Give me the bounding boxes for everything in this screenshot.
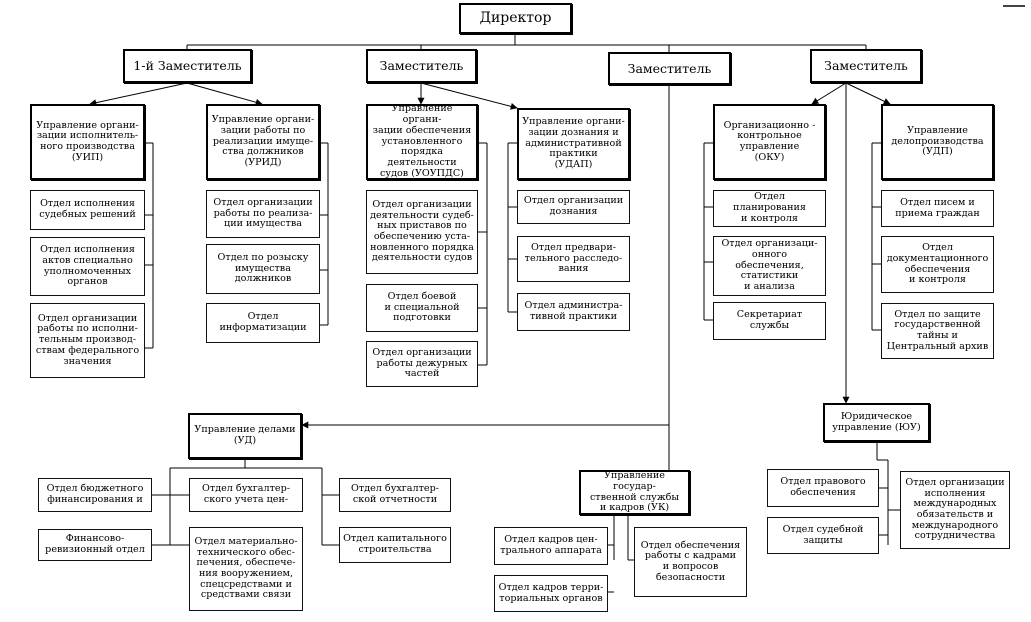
deputy-4-label: Заместитель [824, 58, 908, 73]
dept-ud-4: Отдел материально- технического обес- пе… [189, 527, 303, 611]
dept-label: Отдел кадров терри- ториальных органов [498, 581, 604, 604]
dept-label: Отдел боевой и специальной подготовки [384, 290, 460, 324]
deputy-4-box: Заместитель [810, 49, 922, 83]
dept-ud-6: Отдел капитального строительства [339, 527, 451, 563]
dept-oku-3: Секретариат службы [713, 302, 826, 340]
dept-label: Секретариат службы [736, 309, 803, 331]
deputy-3-box: Заместитель [608, 52, 731, 85]
unit-udp: Управление делопроизводства (УДП) [881, 104, 994, 180]
unit-udap-label: Управление органи- зации дознания и адми… [522, 116, 625, 171]
dept-oku-2: Отдел организаци- онного обеспечения, ст… [713, 236, 826, 296]
dept-label: Отдел исполнения актов специально уполно… [40, 244, 135, 288]
unit-yuu: Юридическое управление (ЮУ) [823, 403, 930, 442]
dept-uip-1: Отдел исполнения судебных решений [30, 190, 145, 230]
dept-udap-1: Отдел организации дознания [517, 190, 630, 224]
dept-ud-5: Отдел бухгалтер- ской отчетности [339, 478, 451, 512]
corner-mark [1003, 0, 1025, 7]
dept-yuu-1: Отдел правового обеспечения [767, 469, 879, 507]
dept-ud-2: Финансово- ревизионный отдел [38, 529, 152, 561]
dept-uoupds-3: Отдел организации работы дежурных частей [366, 341, 478, 387]
arrow-to-udap [420, 82, 518, 110]
arrow-to-urid [186, 82, 263, 106]
dept-udap-2: Отдел предвари- тельного расследо- вания [517, 236, 630, 282]
unit-urid-label: Управление органи- зации работы по реали… [211, 114, 315, 169]
dept-urid-3: Отдел информатизации [206, 303, 320, 343]
dept-uk-2: Отдел кадров терри- ториальных органов [494, 575, 608, 612]
unit-uip-label: Управление органи- зации исполнитель- но… [36, 119, 139, 163]
dept-uk-3: Отдел обеспечения работы с кадрами и воп… [634, 527, 747, 597]
dept-udp-3: Отдел по защите государственной тайны и … [881, 303, 994, 359]
first-deputy-box: 1-й Заместитель [123, 49, 252, 83]
unit-oku-label: Организационно - контрольное управление … [723, 119, 816, 163]
dept-label: Отдел исполнения судебных решений [39, 198, 136, 220]
dept-label: Отдел бюджетного финансирования и [46, 483, 144, 505]
dept-uip-2: Отдел исполнения актов специально уполно… [30, 237, 145, 296]
dept-udp-1: Отдел писем и приема граждан [881, 190, 994, 227]
dept-label: Отдел судебной защиты [782, 523, 864, 546]
dept-label: Отдел организации работы по исполни- тел… [35, 312, 140, 367]
dept-yuu-3: Отдел организации исполнения международн… [900, 471, 1010, 549]
dept-label: Отдел документационного обеспечения и ко… [886, 242, 989, 286]
deputy-3-label: Заместитель [627, 60, 712, 76]
dept-label: Отдел кадров цен- трального аппарата [500, 534, 602, 556]
dept-uip-3: Отдел организации работы по исполни- тел… [30, 303, 145, 378]
dept-label: Отдел организации дознания [523, 195, 624, 217]
unit-ud-label: Управление делами (УД) [194, 424, 296, 446]
dept-label: Отдел писем и приема граждан [895, 196, 980, 219]
dept-label: Отдел по розыску имущества должников [217, 251, 309, 285]
deputy-2-box: Заместитель [366, 49, 477, 83]
unit-udp-label: Управление делопроизводства (УДП) [891, 124, 984, 158]
unit-uoupds: Управление органи- зации обеспечения уст… [366, 104, 478, 180]
unit-uoupds-label: Управление органи- зации обеспечения уст… [372, 103, 472, 179]
dept-label: Отдел планирования и контроля [733, 191, 806, 224]
arrow-to-udp [845, 82, 891, 105]
dept-label: Отдел организации исполнения международн… [905, 476, 1005, 542]
unit-yuu-label: Юридическое управление (ЮУ) [832, 410, 921, 433]
dept-uk-1: Отдел кадров цен- трального аппарата [494, 527, 608, 565]
dept-yuu-2: Отдел судебной защиты [767, 517, 879, 554]
dept-urid-2: Отдел по розыску имущества должников [206, 244, 320, 294]
dept-label: Отдел информатизации [219, 311, 307, 333]
dept-label: Отдел предвари- тельного расследо- вания [524, 241, 623, 275]
dept-label: Отдел администра- тивной практики [524, 300, 623, 322]
dept-udap-3: Отдел администра- тивной практики [517, 293, 630, 331]
arrow-to-uip [89, 82, 188, 107]
unit-uk-label: Управление государ- ственной службы и ка… [589, 470, 680, 514]
dept-label: Отдел по защите государственной тайны и … [886, 308, 989, 352]
dept-oku-1: Отдел планирования и контроля [713, 190, 826, 227]
arrow-to-oku [811, 82, 847, 105]
dept-label: Отдел капитального строительства [343, 533, 447, 555]
unit-uk: Управление государ- ственной службы и ка… [579, 470, 690, 515]
unit-urid: Управление органи- зации работы по реали… [206, 104, 320, 180]
director-label: Директор [479, 9, 552, 26]
unit-ud: Управление делами (УД) [188, 413, 302, 459]
dept-label: Отдел правового обеспечения [780, 476, 866, 498]
dept-uoupds-2: Отдел боевой и специальной подготовки [366, 284, 478, 332]
dept-uoupds-1: Отдел организации деятельности судеб- ны… [366, 190, 478, 274]
unit-uip: Управление органи- зации исполнитель- но… [30, 104, 145, 180]
dept-label: Финансово- ревизионный отдел [45, 533, 145, 555]
dept-label: Отдел бухгалтер- ской отчетности [351, 483, 439, 505]
dept-ud-1: Отдел бюджетного финансирования и [38, 478, 152, 512]
dept-label: Отдел обеспечения работы с кадрами и воп… [640, 539, 741, 583]
unit-udap: Управление органи- зации дознания и адми… [517, 108, 630, 180]
unit-oku: Организационно - контрольное управление … [713, 104, 826, 180]
dept-urid-1: Отдел организации работы по реализа- ции… [206, 190, 320, 238]
director-box: Директор [459, 3, 572, 34]
deputy-2-label: Заместитель [379, 58, 464, 73]
dept-label: Отдел материально- технического обес- пе… [194, 535, 298, 601]
dept-udp-2: Отдел документационного обеспечения и ко… [881, 236, 994, 293]
dept-label: Отдел организации работы дежурных частей [372, 346, 472, 380]
dept-label: Отдел бухгалтер- ского учета цен- [202, 483, 290, 505]
dept-label: Отдел организации работы по реализа- ции… [213, 196, 313, 230]
dept-ud-3: Отдел бухгалтер- ского учета цен- [189, 478, 303, 512]
first-deputy-label: 1-й Заместитель [133, 58, 242, 73]
dept-label: Отдел организации деятельности судеб- ны… [370, 198, 474, 264]
dept-label: Отдел организаци- онного обеспечения, ст… [721, 238, 818, 293]
